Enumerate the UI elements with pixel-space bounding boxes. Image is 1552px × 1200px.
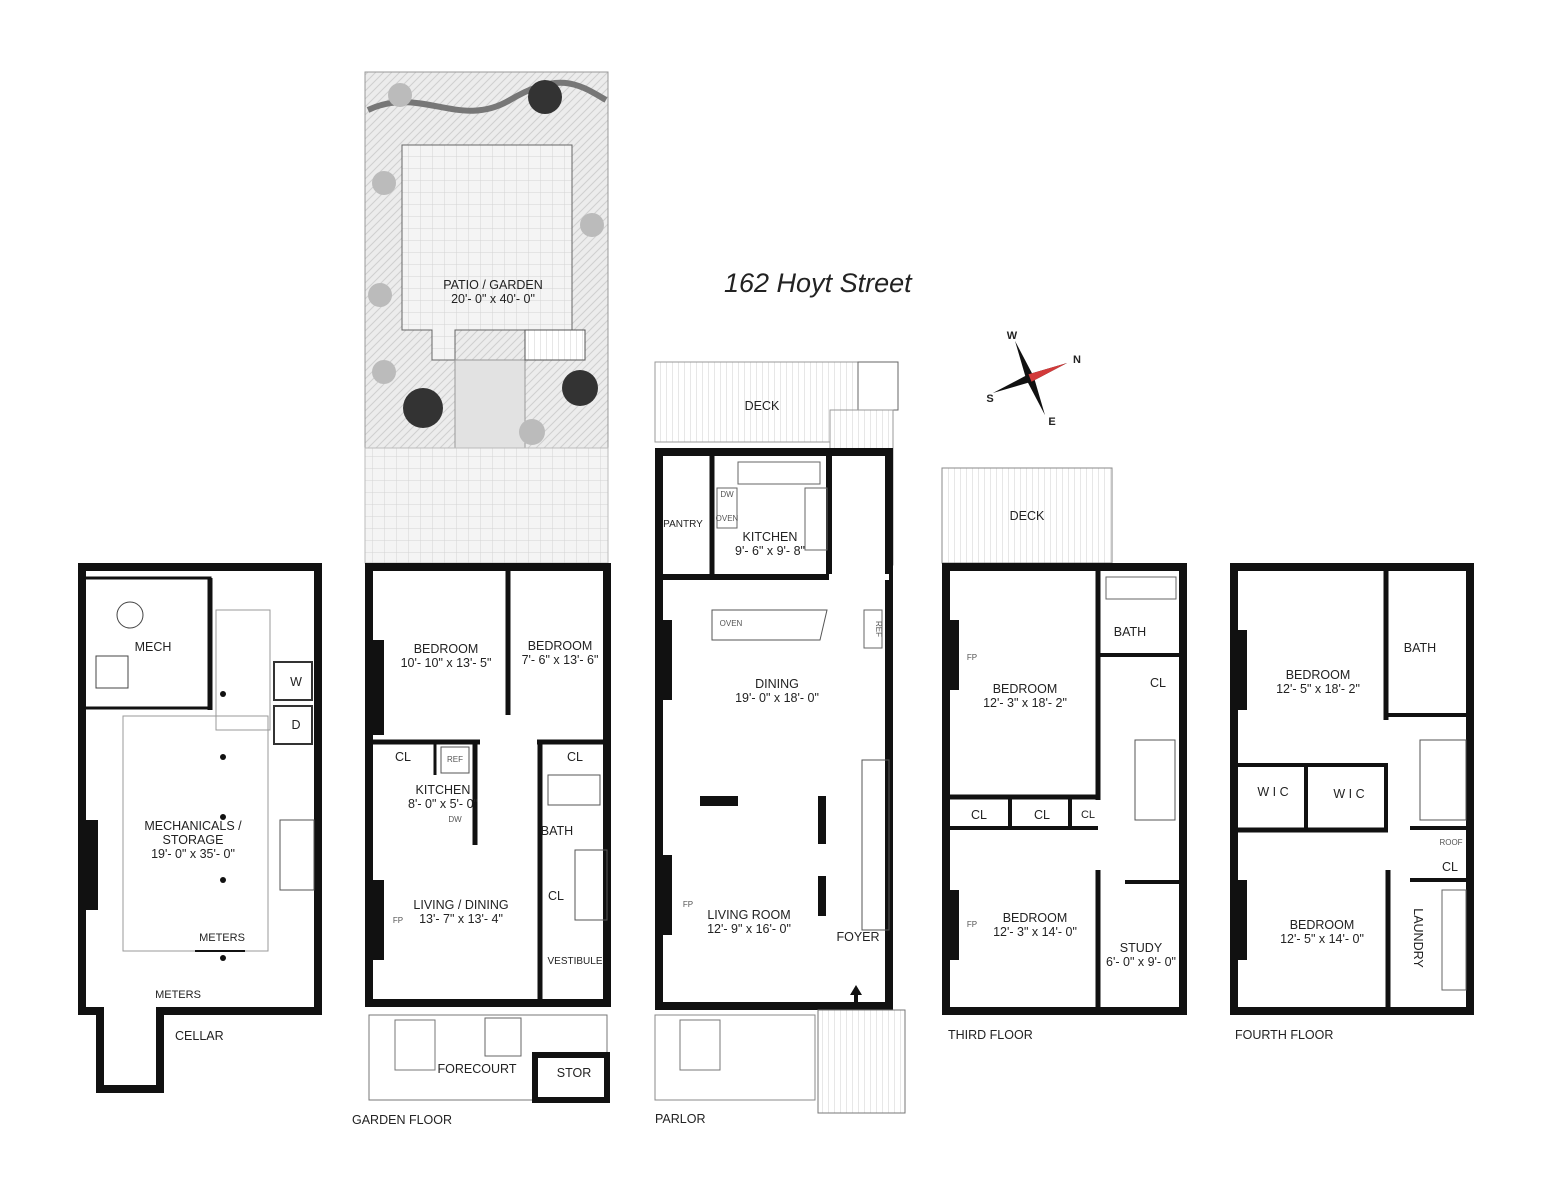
room-label: W I C: [1333, 787, 1365, 801]
property-title: 162 Hoyt Street: [724, 268, 912, 298]
room-label: FOYER: [836, 930, 880, 944]
room-label: CL: [1034, 808, 1050, 822]
room-label: CL: [1080, 809, 1096, 821]
room-label: BATH: [540, 824, 574, 838]
fixture-label: REF: [447, 755, 463, 764]
compass-east-label: E: [1048, 416, 1056, 428]
room-label: MECH: [134, 640, 172, 654]
compass-north-label: N: [1073, 354, 1081, 366]
fixture-label: FP: [966, 653, 978, 662]
garden-floor-plan: [364, 71, 611, 1103]
fourth-floor-plan: [1230, 563, 1474, 1015]
room-label: VESTIBULE: [547, 956, 603, 967]
parlor-floor-plan: [654, 361, 906, 1114]
room-label: CL: [548, 889, 564, 903]
room-label: W I C: [1257, 785, 1289, 799]
room-label: CL: [1150, 676, 1166, 690]
room-label: DECK: [744, 399, 780, 413]
dryer-label: D: [291, 718, 301, 732]
room-label: METERS: [199, 932, 245, 944]
room-label: PANTRY: [663, 519, 703, 530]
room-label: STOR: [556, 1066, 592, 1080]
room-label: BATH: [1113, 625, 1147, 639]
floor-label-cellar: CELLAR: [175, 1029, 224, 1043]
fixture-label: REF: [874, 621, 883, 637]
room-label: METERS: [155, 989, 201, 1001]
fixture-label: OVEN: [715, 514, 739, 523]
room-label: LAUNDRY: [1411, 908, 1425, 968]
cellar-plan: [78, 563, 322, 1093]
room-label: CL: [971, 808, 987, 822]
room-label: FORECOURT: [437, 1062, 517, 1076]
fixture-label: DW: [448, 815, 462, 824]
washer-label: W: [290, 675, 302, 689]
floor-label-garden: GARDEN FLOOR: [352, 1113, 453, 1127]
fixture-label: ROOF: [1439, 838, 1463, 847]
room-label: DECK: [1009, 509, 1045, 523]
room-label: CL: [567, 750, 583, 764]
fixture-label: FP: [682, 900, 694, 909]
third-floor-plan: [941, 467, 1187, 1015]
floor-label-third: THIRD FLOOR: [948, 1028, 1033, 1042]
room-label: CL: [1442, 860, 1458, 874]
floor-label-fourth: FOURTH FLOOR: [1235, 1028, 1334, 1042]
room-label: CL: [395, 750, 411, 764]
compass-south-label: S: [986, 393, 994, 405]
fixture-label: OVEN: [719, 619, 743, 628]
fixture-label: FP: [392, 916, 404, 925]
room-label: BATH: [1403, 641, 1437, 655]
fixture-label: DW: [720, 490, 734, 499]
floor-label-parlor: PARLOR: [655, 1112, 706, 1126]
compass-rose: [992, 340, 1068, 416]
fixture-label: FP: [966, 920, 978, 929]
compass-west-label: W: [1006, 330, 1018, 342]
